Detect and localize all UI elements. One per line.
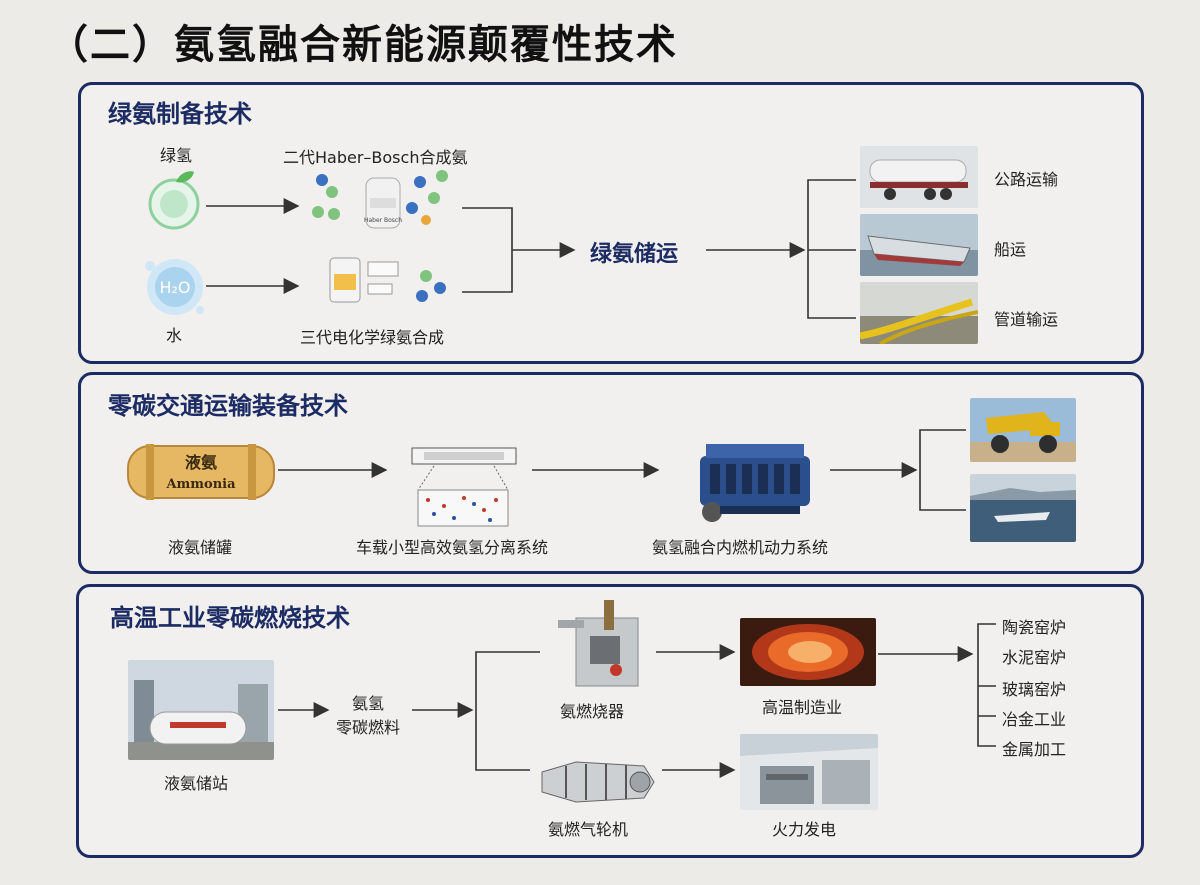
label-green-ammonia-storage: 绿氨储运 <box>590 242 679 267</box>
use-item: 水泥窑炉 <box>1002 648 1067 667</box>
label-pipeline-transport: 管道输运 <box>994 310 1059 329</box>
water-icon: H₂O <box>145 259 204 315</box>
engine-icon <box>700 444 810 522</box>
label-road-transport: 公路运输 <box>994 170 1059 189</box>
truck-photo <box>860 146 978 208</box>
water-formula: H₂O <box>159 278 190 297</box>
label-burner: 氨燃烧器 <box>560 702 625 721</box>
label-separator: 车载小型高效氨氢分离系统 <box>356 538 549 557</box>
label-green-hydrogen: 绿氢 <box>160 146 193 165</box>
label-haber-bosch: 二代Haber–Bosch合成氨 <box>283 148 468 167</box>
label-fuel-line2: 零碳燃料 <box>335 718 401 737</box>
mining-truck-photo <box>970 398 1076 462</box>
label-water: 水 <box>166 326 183 345</box>
electrochemical-cell-icon <box>329 257 446 303</box>
label-power-generation: 火力发电 <box>772 820 837 839</box>
label-engine: 氨氢融合内燃机动力系统 <box>652 538 829 557</box>
panel-title-green-ammonia: 绿氨制备技术 <box>108 100 252 128</box>
ammonia-tank-icon: 液氨 Ammonia <box>127 444 275 500</box>
panel-title-industrial-combustion: 高温工业零碳燃烧技术 <box>110 604 350 632</box>
vessel-photo <box>970 474 1076 542</box>
tank-label-cn: 液氨 <box>185 453 217 472</box>
separator-diagram-icon <box>411 447 517 527</box>
power-plant-photo <box>740 734 878 810</box>
green-hydrogen-icon <box>148 171 200 230</box>
label-gas-turbine: 氨燃气轮机 <box>548 820 629 839</box>
page-title: （二）氨氢融合新能源颠覆性技术 <box>48 22 678 68</box>
pipeline-photo <box>860 282 978 344</box>
label-ammonia-tank: 液氨储罐 <box>168 538 233 557</box>
use-item: 金属加工 <box>1002 740 1067 759</box>
haber-bosch-device-label: Haber Bosch <box>364 217 402 224</box>
use-item: 玻璃窑炉 <box>1002 680 1067 699</box>
use-item: 冶金工业 <box>1002 710 1067 729</box>
label-manufacturing: 高温制造业 <box>762 698 843 717</box>
tank-label-en: Ammonia <box>165 477 236 492</box>
label-ammonia-station: 液氨储站 <box>164 774 229 793</box>
burner-icon <box>558 600 639 687</box>
label-fuel-line1: 氨氢 <box>351 694 385 713</box>
haber-bosch-reactor-icon: Haber Bosch <box>312 170 448 229</box>
furnace-photo <box>740 618 876 686</box>
use-item: 陶瓷窑炉 <box>1002 618 1067 637</box>
ship-photo <box>860 214 978 276</box>
ammonia-station-photo <box>128 660 274 760</box>
gas-turbine-icon <box>541 761 655 803</box>
label-ship-transport: 船运 <box>994 240 1027 259</box>
label-electrochemical: 三代电化学绿氨合成 <box>300 328 445 347</box>
panel-title-zero-carbon-transport: 零碳交通运输装备技术 <box>108 392 348 420</box>
